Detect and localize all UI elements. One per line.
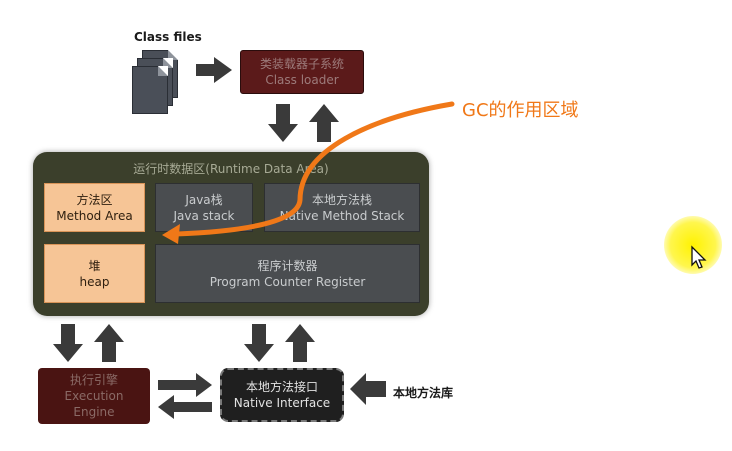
arrow-left-icon xyxy=(158,395,212,419)
arrow-up-icon xyxy=(285,324,315,362)
runtime-data-area-title: 运行时数据区(Runtime Data Area) xyxy=(133,162,329,176)
gc-annotation-label: GC的作用区域 xyxy=(462,100,579,121)
heap-box: 堆 heap xyxy=(44,244,145,303)
java-stack-subtitle: Java stack xyxy=(173,208,235,223)
arrow-right-icon xyxy=(196,57,232,83)
class-files-icon xyxy=(132,50,192,120)
native-library-label: 本地方法库 xyxy=(393,386,454,400)
heap-subtitle: heap xyxy=(79,274,110,289)
native-interface-title: 本地方法接口 xyxy=(245,380,318,394)
execution-engine-subtitle-2: Engine xyxy=(73,405,115,419)
method-area-title: 方法区 xyxy=(76,192,113,207)
execution-engine-subtitle-1: Execution xyxy=(64,389,124,403)
arrow-down-icon xyxy=(53,324,83,362)
arrow-down-icon xyxy=(244,324,274,362)
native-method-stack-title: 本地方法栈 xyxy=(311,192,372,207)
class-loader-title: 类装载器子系统 xyxy=(259,57,344,71)
arrow-up-icon xyxy=(309,104,339,142)
native-method-stack-box: 本地方法栈 Native Method Stack xyxy=(264,183,420,232)
program-counter-box: 程序计数器 Program Counter Register xyxy=(155,244,420,303)
arrow-down-icon xyxy=(268,104,298,142)
arrow-left-icon xyxy=(350,373,386,405)
method-area-box: 方法区 Method Area xyxy=(44,183,145,232)
arrow-right-icon xyxy=(158,373,212,397)
native-interface-box: 本地方法接口 Native Interface xyxy=(220,368,344,422)
gc-arrowhead-icon xyxy=(162,224,180,244)
gc-curve-arrow xyxy=(172,101,455,237)
java-stack-box: Java栈 Java stack xyxy=(155,183,253,232)
native-interface-subtitle: Native Interface xyxy=(233,396,331,410)
heap-title: 堆 xyxy=(88,258,101,273)
program-counter-subtitle: Program Counter Register xyxy=(209,274,366,289)
execution-engine-title: 执行引擎 xyxy=(69,373,118,387)
class-loader-subtitle: Class loader xyxy=(265,73,339,87)
execution-engine-box: 执行引擎 Execution Engine xyxy=(38,368,150,424)
program-counter-title: 程序计数器 xyxy=(257,258,318,273)
method-area-subtitle: Method Area xyxy=(56,208,133,223)
class-files-label: Class files xyxy=(134,30,202,44)
class-loader-box: 类装载器子系统 Class loader xyxy=(240,50,364,94)
arrow-up-icon xyxy=(94,324,124,362)
mouse-pointer-icon xyxy=(691,245,707,269)
java-stack-title: Java栈 xyxy=(185,192,223,207)
native-method-stack-subtitle: Native Method Stack xyxy=(279,208,405,223)
